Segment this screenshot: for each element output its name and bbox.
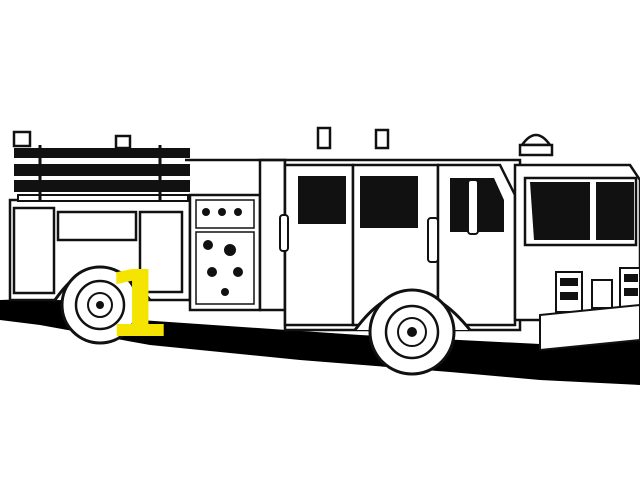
headlights <box>560 274 638 300</box>
door-handles <box>279 179 479 263</box>
roof-lights <box>12 126 554 157</box>
pump-panel <box>188 158 287 312</box>
rear-wheel <box>53 265 152 345</box>
front-wheel <box>353 288 472 376</box>
ladder-rack <box>14 145 190 202</box>
ground-shadow <box>0 298 640 385</box>
windshield <box>530 182 634 240</box>
overlay-digit: 1 <box>106 251 170 358</box>
